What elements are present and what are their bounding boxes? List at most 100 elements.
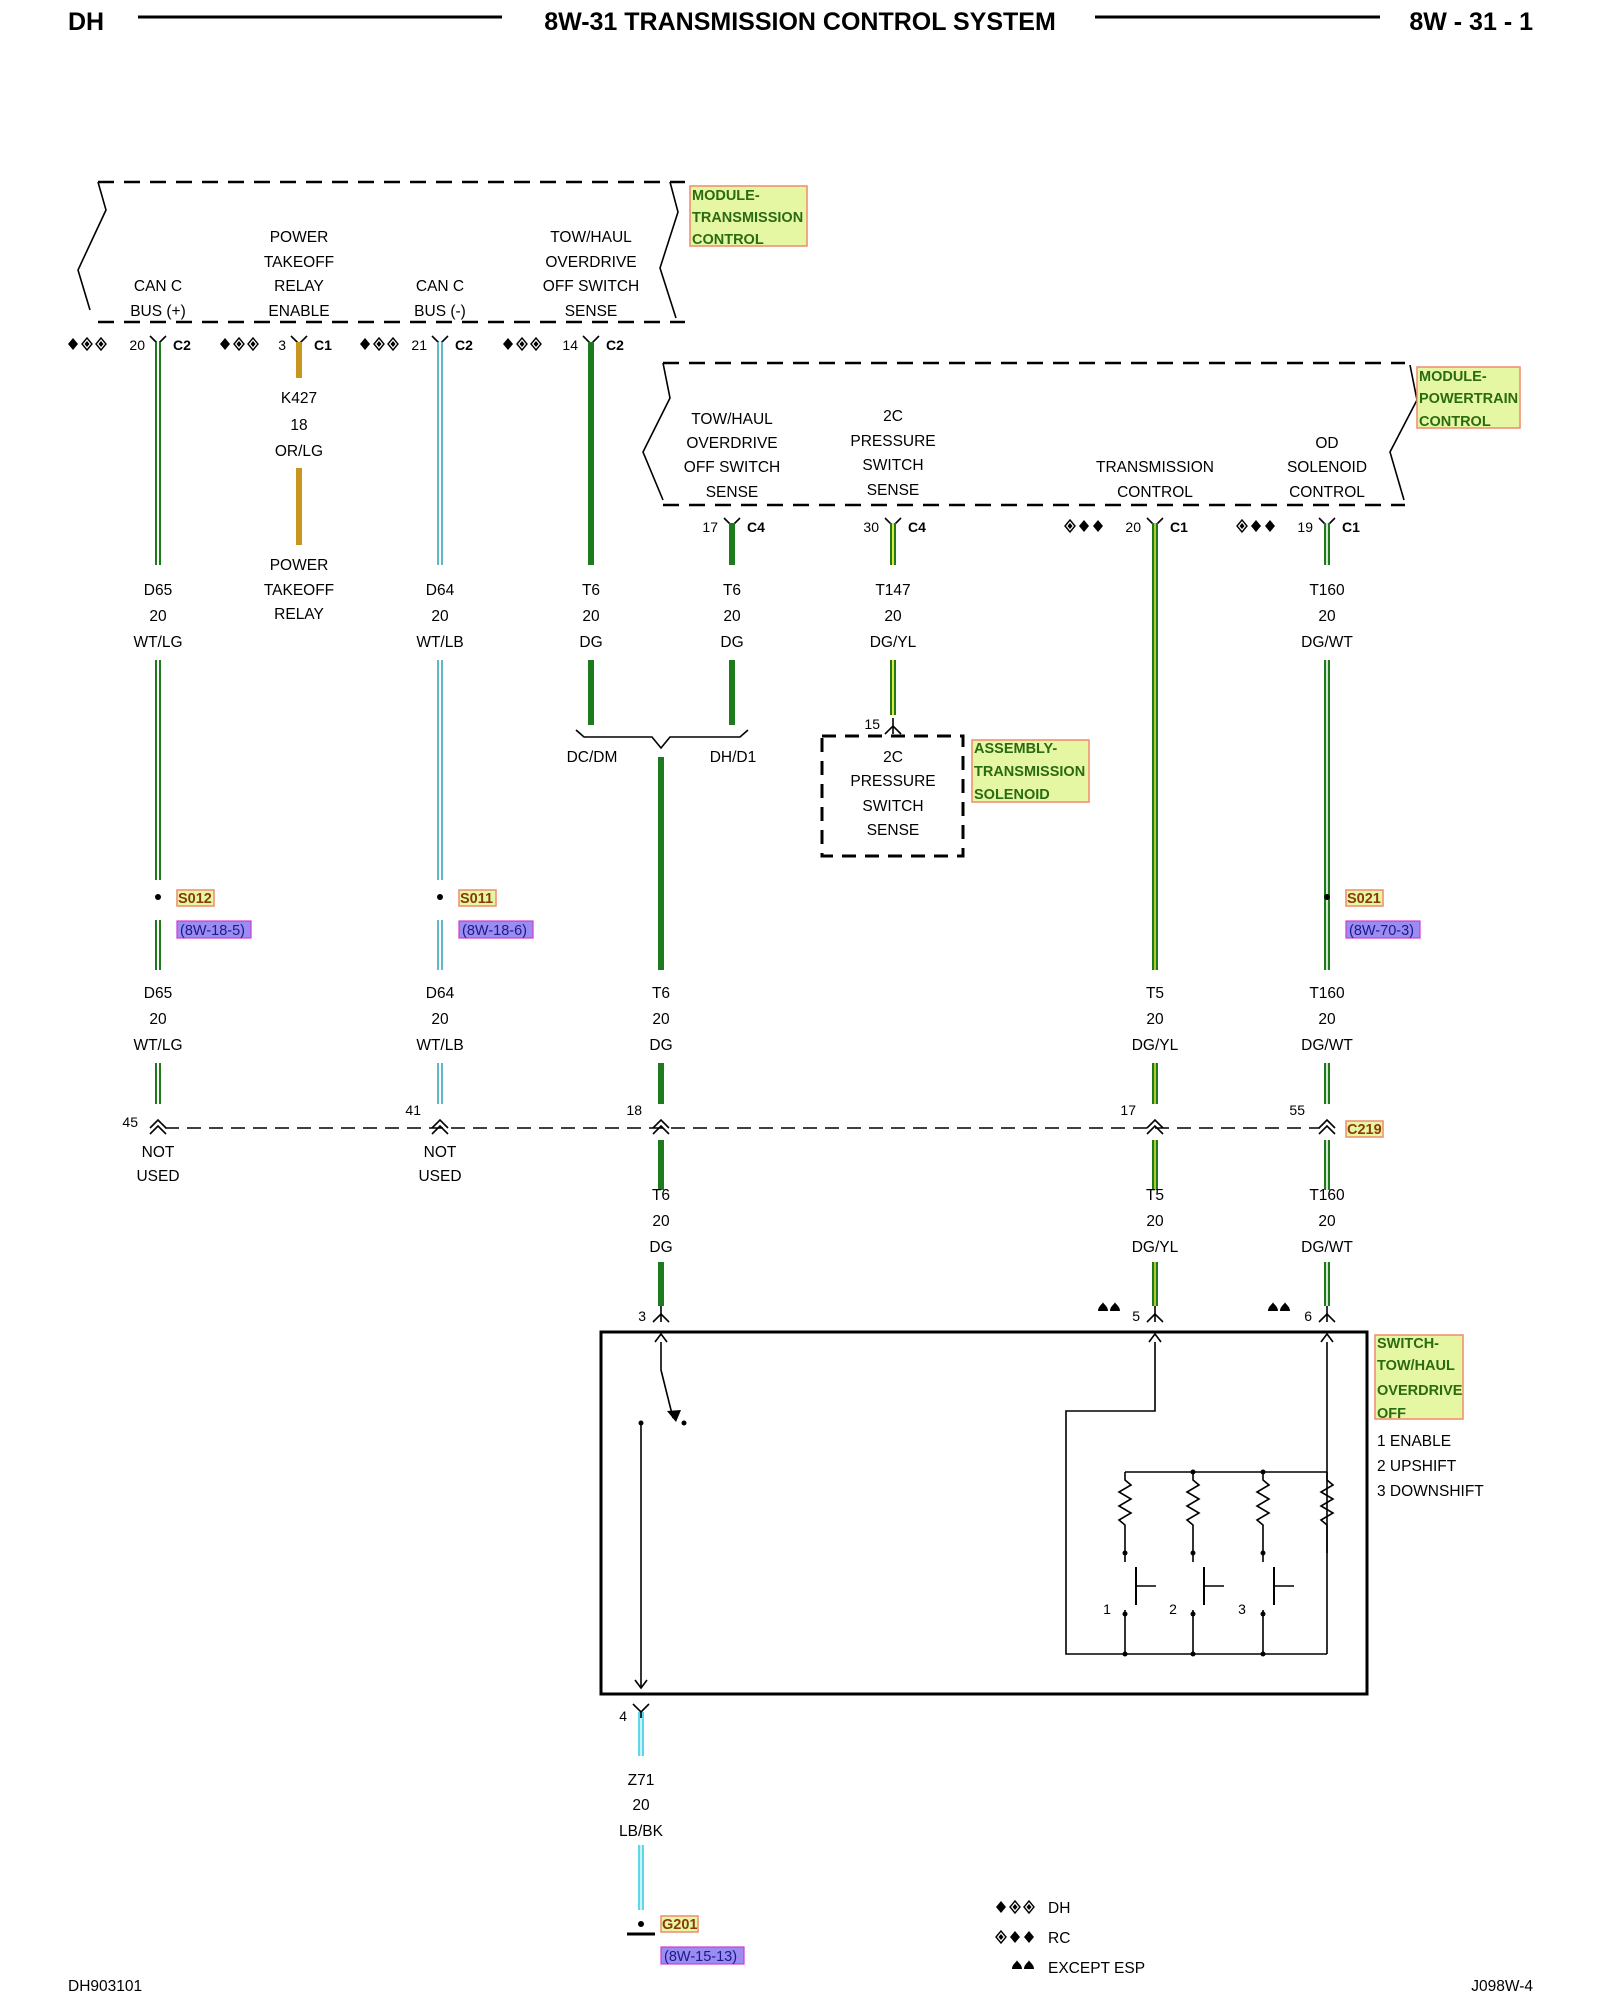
svg-text:2C: 2C bbox=[883, 749, 903, 766]
splice-s021: S021 (8W-70-3) bbox=[1324, 889, 1421, 939]
svg-text:20: 20 bbox=[149, 1011, 167, 1028]
tcm-fn-canc-plus-1: CAN C bbox=[134, 278, 182, 295]
svg-text:20: 20 bbox=[1318, 608, 1336, 625]
svg-text:D65: D65 bbox=[144, 985, 172, 1002]
except-esp-symbol-2 bbox=[1268, 1302, 1290, 1311]
svg-text:17: 17 bbox=[1120, 1102, 1136, 1118]
svg-text:TOW/HAUL: TOW/HAUL bbox=[691, 411, 773, 428]
svg-text:TRANSMISSION: TRANSMISSION bbox=[692, 210, 803, 226]
svg-text:DG: DG bbox=[649, 1037, 672, 1054]
svg-text:20: 20 bbox=[1125, 519, 1141, 535]
svg-text:20: 20 bbox=[652, 1011, 670, 1028]
svg-text:3 DOWNSHIFT: 3 DOWNSHIFT bbox=[1377, 1483, 1484, 1500]
svg-text:C1: C1 bbox=[1170, 519, 1188, 535]
svg-text:OVERDRIVE: OVERDRIVE bbox=[686, 435, 777, 452]
svg-text:POWERTRAIN: POWERTRAIN bbox=[1419, 391, 1518, 407]
svg-text:DG: DG bbox=[649, 1239, 672, 1256]
svg-text:CONTROL: CONTROL bbox=[692, 232, 764, 248]
svg-text:ENABLE: ENABLE bbox=[268, 303, 329, 320]
footer-left: DH903101 bbox=[68, 1978, 142, 1995]
svg-text:21: 21 bbox=[411, 337, 427, 353]
svg-text:T5: T5 bbox=[1146, 985, 1164, 1002]
wire-labels-mid: D65 20 WT/LG D64 20 WT/LB T6 20 DG T5 20… bbox=[133, 985, 1353, 1054]
pcm-pin-row: 17 C4 30 C4 20 C1 19 C1 bbox=[702, 517, 1360, 535]
svg-text:OR/LG: OR/LG bbox=[275, 443, 323, 460]
svg-text:CONTROL: CONTROL bbox=[1419, 414, 1491, 430]
rc-symbol-1 bbox=[1064, 519, 1104, 533]
svg-text:OFF SWITCH: OFF SWITCH bbox=[543, 278, 639, 295]
svg-text:NOT: NOT bbox=[424, 1144, 457, 1161]
svg-text:20: 20 bbox=[884, 608, 902, 625]
svg-text:SWITCH-: SWITCH- bbox=[1377, 1336, 1439, 1352]
svg-text:4: 4 bbox=[619, 1708, 627, 1724]
svg-text:K427: K427 bbox=[281, 390, 317, 407]
svg-text:T5: T5 bbox=[1146, 1187, 1164, 1204]
svg-text:C4: C4 bbox=[747, 519, 765, 535]
svg-text:LB/BK: LB/BK bbox=[619, 1823, 664, 1840]
dh-symbol-2 bbox=[219, 337, 259, 351]
svg-text:C1: C1 bbox=[314, 337, 332, 353]
svg-text:C219: C219 bbox=[1347, 1122, 1382, 1138]
splice-s012: S012 (8W-18-5) bbox=[155, 889, 252, 939]
svg-text:RELAY: RELAY bbox=[274, 278, 324, 295]
svg-text:41: 41 bbox=[405, 1102, 421, 1118]
svg-text:DG/YL: DG/YL bbox=[1132, 1239, 1179, 1256]
svg-text:CONTROL: CONTROL bbox=[1289, 484, 1365, 501]
svg-text:45: 45 bbox=[122, 1114, 138, 1130]
svg-text:20: 20 bbox=[1146, 1011, 1164, 1028]
switch-box: 1 2 3 bbox=[599, 1330, 1369, 1696]
svg-text:OVERDRIVE: OVERDRIVE bbox=[545, 254, 636, 271]
svg-text:C2: C2 bbox=[606, 337, 624, 353]
svg-text:19: 19 bbox=[1297, 519, 1313, 535]
svg-text:NOT: NOT bbox=[142, 1144, 175, 1161]
svg-text:(8W-18-6): (8W-18-6) bbox=[462, 923, 527, 939]
solenoid-label: ASSEMBLY- TRANSMISSION SOLENOID bbox=[971, 739, 1090, 803]
svg-text:S021: S021 bbox=[1347, 891, 1381, 907]
tcm-module-box bbox=[77, 180, 685, 324]
splice-right-label: DH/D1 bbox=[710, 749, 757, 766]
svg-text:DH: DH bbox=[1048, 1900, 1070, 1917]
svg-text:C2: C2 bbox=[455, 337, 473, 353]
svg-text:S011: S011 bbox=[460, 891, 493, 907]
svg-text:SOLENOID: SOLENOID bbox=[974, 787, 1050, 803]
header-title: 8W-31 TRANSMISSION CONTROL SYSTEM bbox=[544, 8, 1056, 36]
wire-labels-top: D65 20 WT/LG K427 18 OR/LG POWER TAKEOFF… bbox=[133, 390, 1353, 651]
svg-text:T6: T6 bbox=[582, 582, 600, 599]
svg-text:18: 18 bbox=[626, 1102, 642, 1118]
svg-text:WT/LG: WT/LG bbox=[133, 634, 182, 651]
header-left: DH bbox=[68, 8, 104, 36]
svg-text:2 UPSHIFT: 2 UPSHIFT bbox=[1377, 1458, 1457, 1475]
svg-text:CONTROL: CONTROL bbox=[1117, 484, 1193, 501]
svg-text:D64: D64 bbox=[426, 582, 455, 599]
tcm-function-labels: CAN C BUS (+) POWER TAKEOFF RELAY ENABLE… bbox=[130, 229, 639, 320]
svg-text:20: 20 bbox=[149, 608, 167, 625]
svg-text:WT/LB: WT/LB bbox=[416, 634, 463, 651]
svg-text:17: 17 bbox=[702, 519, 718, 535]
svg-text:PRESSURE: PRESSURE bbox=[850, 773, 935, 790]
svg-text:(8W-18-5): (8W-18-5) bbox=[180, 923, 245, 939]
wire-labels-bottom: T6 20 DG T5 20 DG/YL T160 20 DG/WT bbox=[649, 1187, 1353, 1256]
svg-text:DG/WT: DG/WT bbox=[1301, 634, 1353, 651]
svg-text:20: 20 bbox=[431, 608, 449, 625]
svg-text:OFF: OFF bbox=[1377, 1406, 1406, 1422]
connector-c219: 45 41 18 17 55 C219 NOT USED NOT USED bbox=[122, 1102, 1384, 1185]
svg-text:G201: G201 bbox=[662, 1917, 697, 1933]
svg-text:C2: C2 bbox=[173, 337, 191, 353]
dh-symbol-4 bbox=[502, 337, 542, 351]
svg-text:C4: C4 bbox=[908, 519, 926, 535]
rc-symbol-2 bbox=[1236, 519, 1276, 533]
svg-text:SWITCH: SWITCH bbox=[862, 798, 923, 815]
svg-text:T160: T160 bbox=[1309, 1187, 1345, 1204]
footer-right: J098W-4 bbox=[1471, 1978, 1533, 1995]
svg-text:TAKEOFF: TAKEOFF bbox=[264, 582, 334, 599]
svg-text:DG/WT: DG/WT bbox=[1301, 1037, 1353, 1054]
svg-text:20: 20 bbox=[632, 1797, 650, 1814]
svg-text:DG/YL: DG/YL bbox=[1132, 1037, 1179, 1054]
svg-text:T6: T6 bbox=[652, 1187, 670, 1204]
svg-text:RELAY: RELAY bbox=[274, 606, 324, 623]
svg-text:20: 20 bbox=[582, 608, 600, 625]
pcm-module-box bbox=[642, 361, 1418, 507]
svg-text:T6: T6 bbox=[723, 582, 741, 599]
svg-text:20: 20 bbox=[431, 1011, 449, 1028]
